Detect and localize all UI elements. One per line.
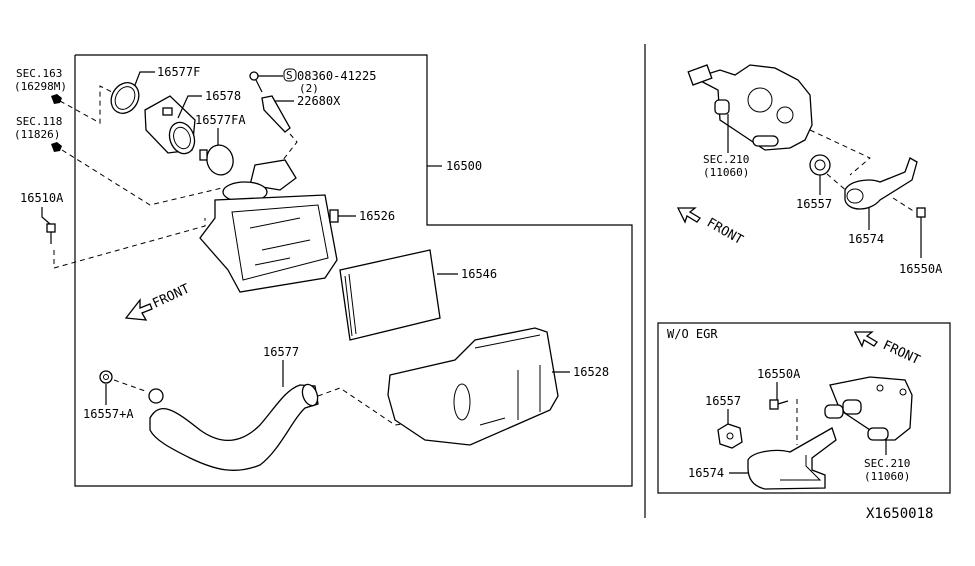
connector-icon	[51, 94, 62, 104]
label-08360-qty: (2)	[299, 82, 319, 95]
callout-16557-upper[interactable]: 16557	[796, 154, 849, 211]
grommet-icon	[99, 370, 113, 384]
label-sec163-ref[interactable]: (16298M)	[14, 80, 67, 93]
grommet-part	[809, 154, 831, 176]
front-label: FRONT	[880, 338, 922, 368]
callout-16574-upper[interactable]: 16574	[844, 157, 918, 246]
callout-16550a-upper[interactable]: 16550A	[892, 197, 943, 276]
s-symbol-box	[283, 68, 297, 82]
label-sec210[interactable]: SEC.210	[864, 457, 910, 470]
label-08360-41225[interactable]: 08360-41225	[297, 69, 376, 83]
label-16578[interactable]: 16578	[205, 89, 241, 103]
callout-22680x[interactable]: 22680X	[261, 94, 341, 166]
label-16510a[interactable]: 16510A	[20, 191, 64, 205]
bolt-icon	[769, 399, 779, 410]
callout-16557a[interactable]: 16557+A	[83, 370, 149, 421]
front-arrow-wo-egr: FRONT	[853, 331, 922, 368]
clamp-part	[206, 144, 234, 176]
bolt-icon	[916, 207, 926, 218]
label-16577f[interactable]: 16577F	[157, 65, 200, 79]
grommet-part	[717, 423, 743, 449]
label-16577[interactable]: 16577	[263, 345, 299, 359]
main-assembly-frame: 16500	[74, 54, 633, 487]
callout-sec118[interactable]: SEC.118 (11826)	[14, 115, 223, 206]
sensor-part	[261, 95, 291, 133]
callout-16577[interactable]: 16577	[148, 345, 411, 471]
front-arrow-icon	[853, 331, 878, 348]
label-16557[interactable]: 16557	[796, 197, 832, 211]
callout-sec163[interactable]: SEC.163 (16298M)	[14, 67, 113, 124]
bolt-icon	[46, 223, 56, 233]
label-16550a[interactable]: 16550A	[757, 367, 801, 381]
callout-16577f[interactable]: 16577F	[106, 65, 201, 118]
callout-16578[interactable]: 16578	[144, 89, 241, 157]
label-16577fa[interactable]: 16577FA	[195, 113, 246, 127]
air-cleaner-lower-part	[387, 327, 559, 446]
label-16526[interactable]: 16526	[359, 209, 395, 223]
water-outlet-part	[829, 376, 913, 441]
front-label: FRONT	[150, 281, 192, 311]
front-arrow-right: FRONT	[676, 207, 746, 248]
callout-16550a-wo-egr[interactable]: 16550A	[757, 367, 801, 445]
callout-16526[interactable]: 16526	[199, 159, 395, 293]
front-arrow-icon	[676, 207, 701, 224]
callout-16577fa[interactable]: 16577FA	[195, 113, 246, 178]
diagram-id-code: X1650018	[866, 506, 933, 522]
callout-16557-wo-egr[interactable]: 16557	[705, 394, 743, 449]
callout-08360-41225[interactable]: S 08360-41225 (2)	[249, 68, 376, 95]
label-22680x[interactable]: 22680X	[297, 94, 341, 108]
wo-egr-title: W/O EGR	[667, 327, 718, 341]
label-sec210-ref[interactable]: (11060)	[703, 166, 749, 179]
label-16557a[interactable]: 16557+A	[83, 407, 134, 421]
intake-duct-part	[149, 384, 319, 471]
bracket-part	[844, 157, 918, 210]
label-16550a[interactable]: 16550A	[899, 262, 943, 276]
callout-16546[interactable]: 16546	[339, 249, 497, 341]
callout-16510a[interactable]: 16510A	[20, 191, 206, 269]
label-sec210[interactable]: SEC.210	[703, 153, 749, 166]
label-16574[interactable]: 16574	[688, 466, 724, 480]
label-16500[interactable]: 16500	[446, 159, 482, 173]
label-sec210-ref[interactable]: (11060)	[864, 470, 910, 483]
connector-icon	[51, 142, 62, 152]
callout-16528[interactable]: 16528	[387, 327, 609, 446]
screw-icon	[249, 71, 259, 81]
label-sec118-ref[interactable]: (11826)	[14, 128, 60, 141]
water-outlet-part	[693, 64, 813, 151]
label-16528[interactable]: 16528	[573, 365, 609, 379]
label-sec118[interactable]: SEC.118	[16, 115, 62, 128]
front-arrow-main: FRONT	[124, 281, 192, 321]
callout-sec210-wo-egr[interactable]: SEC.210 (11060)	[824, 376, 913, 483]
wo-egr-box: W/O EGR	[657, 322, 951, 494]
callout-sec210-upper[interactable]: SEC.210 (11060)	[687, 64, 871, 179]
air-filter-part	[339, 249, 441, 341]
air-cleaner-upper-part	[199, 194, 338, 293]
label-16557[interactable]: 16557	[705, 394, 741, 408]
front-label: FRONT	[704, 215, 746, 248]
s-symbol: S	[286, 69, 293, 82]
front-arrow-icon	[124, 298, 153, 321]
label-16546[interactable]: 16546	[461, 267, 497, 281]
label-sec163[interactable]: SEC.163	[16, 67, 62, 80]
callout-16574-wo-egr[interactable]: 16574	[688, 427, 837, 490]
label-16574[interactable]: 16574	[848, 232, 884, 246]
clamp-part	[110, 82, 140, 114]
